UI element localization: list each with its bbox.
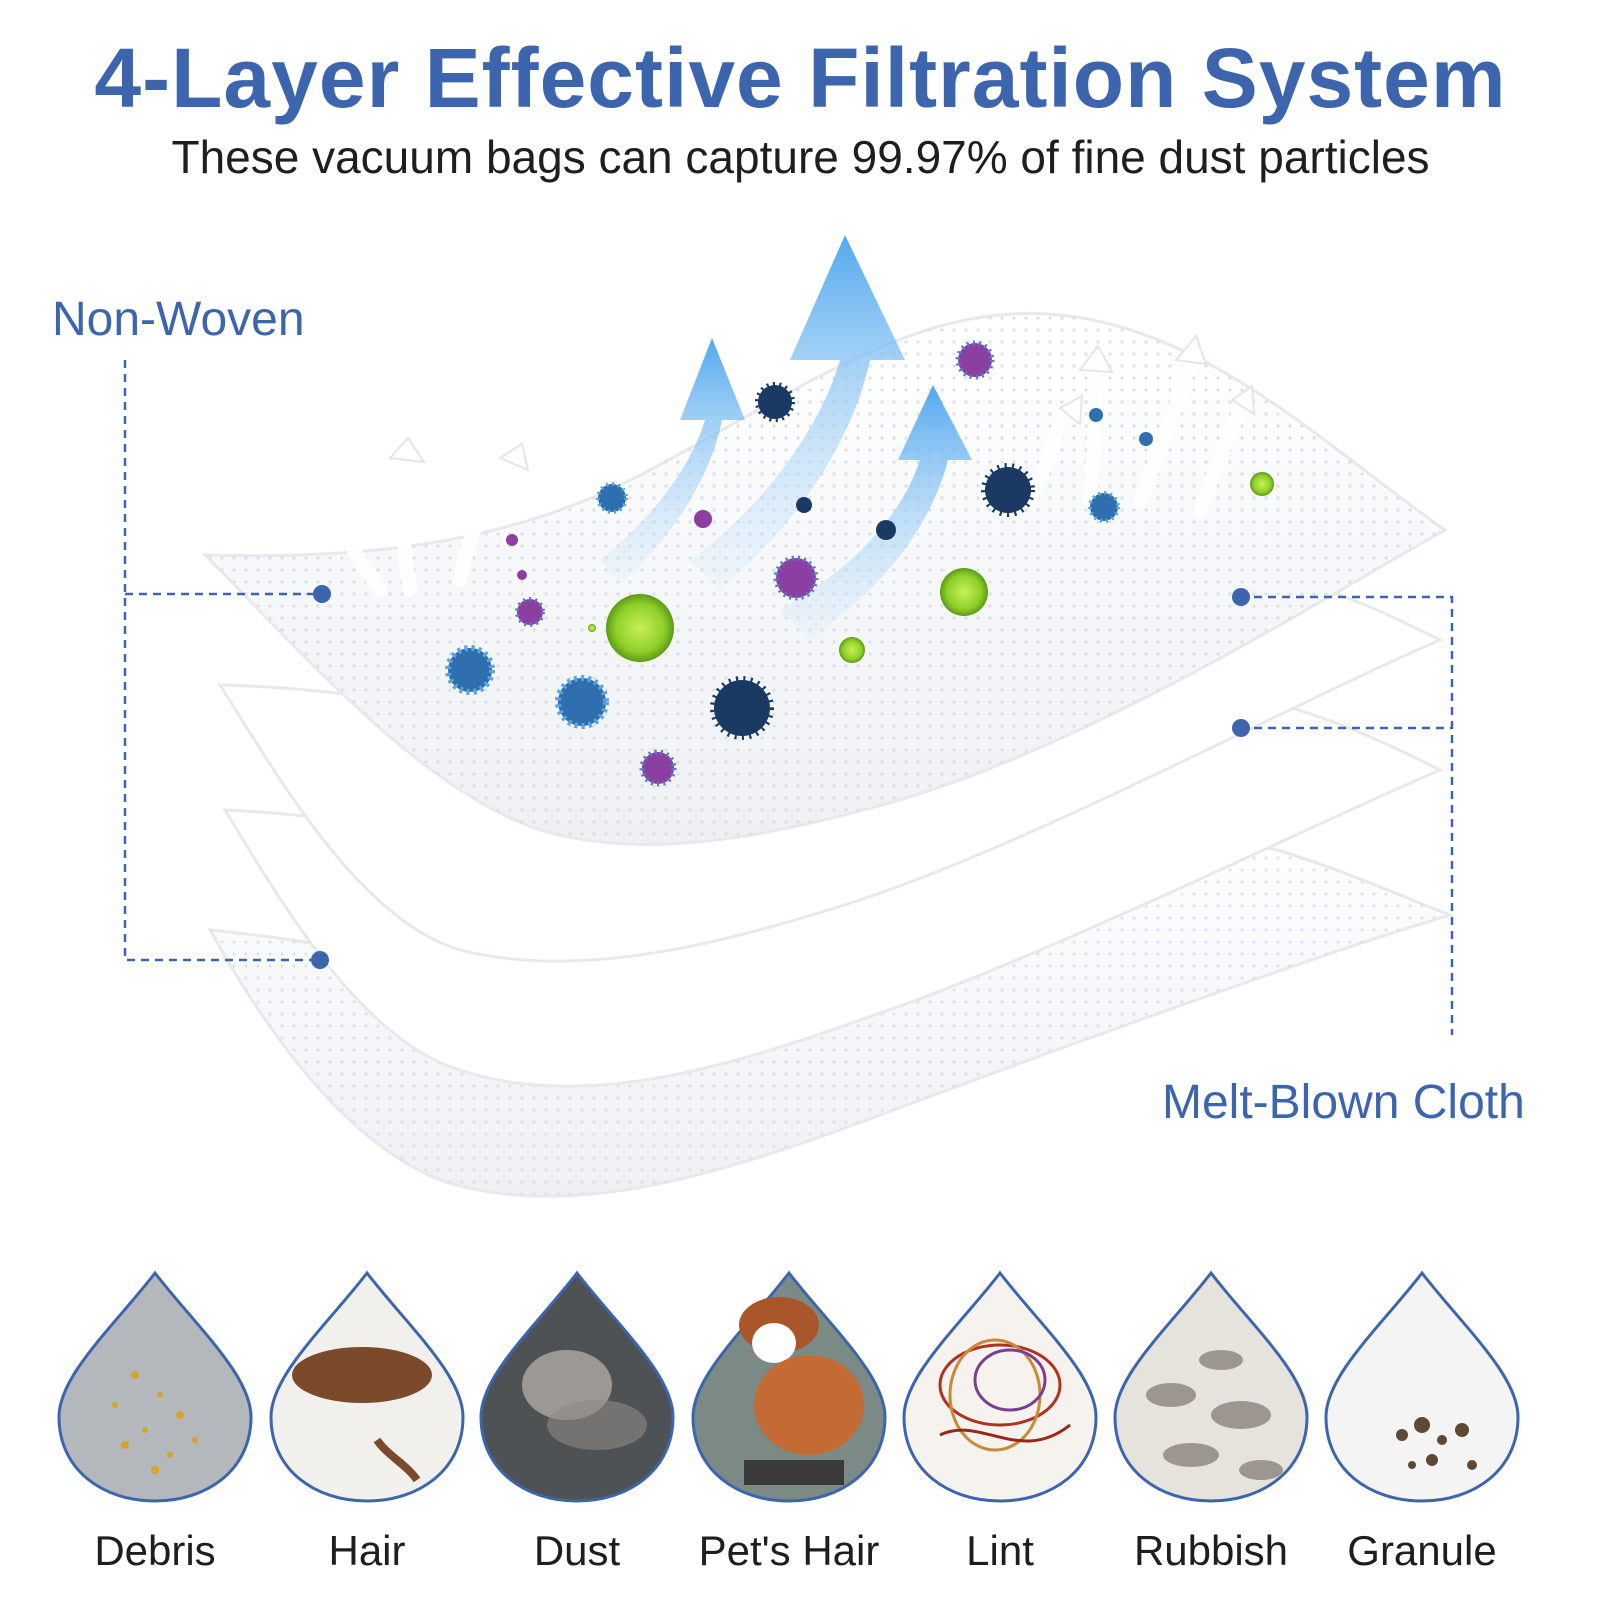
- particle-label: Debris: [94, 1527, 216, 1574]
- particle-pets-hair: Pet's Hair: [684, 1265, 894, 1601]
- particle-label: Hair: [328, 1527, 406, 1574]
- melt-blown-cloth-label: Melt-Blown Cloth: [1162, 1076, 1525, 1129]
- particle-label: Pet's Hair: [698, 1527, 880, 1574]
- virus-icon: [517, 570, 527, 580]
- filter-layers-illustration: [123, 235, 1455, 1198]
- dust-drop-icon: [479, 1270, 675, 1503]
- pollen-icon: [940, 568, 988, 616]
- particle-label: Rubbish: [1133, 1527, 1289, 1574]
- virus-icon: [596, 482, 628, 514]
- particle-hair: Hair: [262, 1265, 472, 1601]
- page-title: 4-Layer Effective Filtration System: [94, 31, 1507, 125]
- granule-drop-icon: [1324, 1270, 1520, 1503]
- virus-icon: [1139, 432, 1153, 446]
- virus-icon: [710, 676, 774, 740]
- virus-icon: [506, 534, 518, 546]
- virus-icon: [639, 749, 677, 787]
- germ-particles: [445, 340, 1274, 787]
- debris-drop-icon: [57, 1270, 253, 1503]
- lint-drop-icon: [902, 1270, 1098, 1503]
- virus-icon: [445, 645, 495, 695]
- virus-icon: [1089, 408, 1103, 422]
- virus-icon: [796, 497, 812, 513]
- particle-lint: Lint: [895, 1265, 1105, 1601]
- virus-icon: [1088, 491, 1120, 523]
- particle-label: Lint: [966, 1527, 1034, 1574]
- page-subtitle: These vacuum bags can capture 99.97% of …: [171, 131, 1430, 183]
- callout-lines: [123, 360, 1454, 1035]
- virus-icon: [876, 520, 896, 540]
- virus-icon: [555, 675, 609, 729]
- particle-label: Granule: [1347, 1527, 1497, 1574]
- particle-debris: Debris: [50, 1265, 260, 1601]
- airflow-arrows: [333, 235, 1256, 640]
- pollen-icon: [839, 637, 865, 663]
- pollen-icon: [588, 624, 596, 632]
- dog-drop-icon: [691, 1270, 887, 1503]
- callout-dots: [311, 585, 1250, 969]
- virus-icon: [755, 382, 795, 422]
- non-woven-label: Non-Woven: [52, 293, 305, 346]
- pollen-icon: [606, 594, 674, 662]
- hair-drop-icon: [269, 1270, 465, 1503]
- particle-label: Dust: [533, 1527, 621, 1574]
- pollen-icon: [1250, 472, 1274, 496]
- particle-dust: Dust: [472, 1265, 682, 1601]
- virus-icon: [773, 555, 819, 601]
- virus-icon: [981, 463, 1035, 517]
- rubbish-drop-icon: [1113, 1270, 1309, 1503]
- particle-rubbish: Rubbish: [1106, 1265, 1316, 1601]
- particle-granule: Granule: [1317, 1265, 1527, 1601]
- virus-icon: [515, 597, 545, 627]
- virus-icon: [694, 510, 712, 528]
- virus-icon: [955, 340, 995, 380]
- particle-types-row: Debris Hair Dust Pet's Hair: [0, 1265, 1601, 1601]
- filter-layer-1: [201, 311, 1448, 846]
